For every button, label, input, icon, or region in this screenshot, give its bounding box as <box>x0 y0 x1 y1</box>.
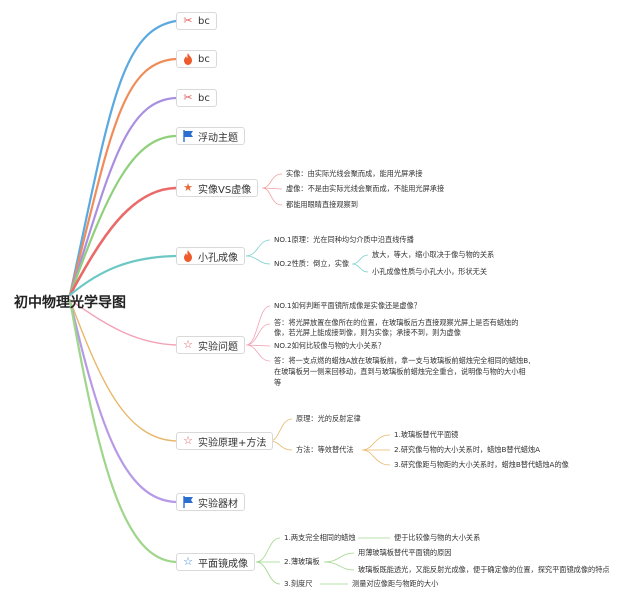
pinhole-shape-note[interactable]: 小孔成像性质与小孔大小，形状无关 <box>372 267 488 276</box>
branch-label: 平面镜成像 <box>198 558 248 570</box>
branch-node-3[interactable]: ✂ bc <box>176 89 217 107</box>
exp-question-1[interactable]: NO.1如何判断平面镜所成像是实像还是虚像？ <box>274 301 421 310</box>
scissors-icon: ✂ <box>183 91 193 104</box>
star-blue-icon: ☆ <box>183 555 193 568</box>
method-item-1[interactable]: 1.玻璃板替代平面镜 <box>394 430 459 439</box>
fire-icon <box>182 53 194 65</box>
exp-question-2[interactable]: NO.2如何比较像与物的大小关系？ <box>274 341 386 350</box>
mirror-candles-note[interactable]: 便于比较像与物的大小关系 <box>394 533 481 542</box>
branch-label: 浮动主题 <box>198 132 238 144</box>
star-outline-icon: ☆ <box>183 338 193 351</box>
pinhole-principle[interactable]: NO.1原理：光在同种均匀介质中沿直线传播 <box>274 235 414 244</box>
mirror-item-glass[interactable]: 2.薄玻璃板 <box>284 557 320 566</box>
link-branch-6 <box>68 254 178 297</box>
branch-label: bc <box>198 53 210 65</box>
scissors-icon: ✂ <box>183 14 193 27</box>
branch-node-9[interactable]: 实验器材 <box>176 493 245 511</box>
exp-answer-1-line2: 像，若光屏上能成接到像，则为实像；承接不到，则为虚像 <box>274 328 461 337</box>
root-topic[interactable]: 初中物理光学导图 <box>14 295 126 311</box>
branch-node-5[interactable]: ★ 实像VS虚像 <box>176 179 259 197</box>
branch-label: 实像VS虚像 <box>198 184 252 196</box>
exp-answer-2-line3: 等 <box>274 378 282 387</box>
star-outline-icon: ☆ <box>183 434 193 447</box>
link-method <box>361 434 391 466</box>
branch-node-1[interactable]: ✂ bc <box>176 12 217 30</box>
branch-label: 实验原理+方法 <box>198 437 267 449</box>
pinhole-property[interactable]: NO.2性质：倒立，实像 <box>274 259 350 268</box>
exp-answer-1-line1[interactable]: 答：将光屏放置在像所在的位置，在玻璃板后方直接观察光屏上是否有蜡烛的 <box>274 318 519 327</box>
method-item-3[interactable]: 3.研究像距与物距的大小关系时，蜡烛B替代蜡烛A的像 <box>394 460 569 469</box>
branch-node-4[interactable]: 浮动主题 <box>176 127 245 145</box>
link-branch-9 <box>68 298 178 504</box>
link-exp <box>245 305 271 362</box>
real-image-note[interactable]: 实像：由实际光线会聚而成，能用光屏承接 <box>286 169 423 178</box>
branch-label: 实验器材 <box>198 498 238 510</box>
mirror-glass-reason[interactable]: 用薄玻璃板替代平面镜的原因 <box>358 548 452 557</box>
link-pinhole-sub <box>351 254 369 273</box>
link-branch-10 <box>68 298 178 564</box>
branch-label: bc <box>198 92 210 104</box>
branch-node-6[interactable]: 小孔成像 <box>176 247 245 265</box>
branch-node-7[interactable]: ☆ 实验问题 <box>176 336 245 354</box>
method-item-2[interactable]: 2.研究像与物的大小关系时，蜡烛B替代蜡烛A <box>394 445 541 454</box>
link-branch-4 <box>68 134 178 297</box>
link-mirror-2 <box>323 552 355 571</box>
branch-node-10[interactable]: ☆ 平面镜成像 <box>176 553 255 571</box>
branch-label: 小孔成像 <box>198 252 238 264</box>
mirror-item-ruler[interactable]: 3.刻度尺 <box>284 579 313 588</box>
method-note[interactable]: 方法：等效替代法 <box>296 445 354 454</box>
link-mirror <box>255 537 281 585</box>
pinhole-size-note[interactable]: 放大，等大，缩小取决于像与物的关系 <box>372 250 495 259</box>
branch-node-8[interactable]: ☆ 实验原理+方法 <box>176 432 274 450</box>
link-pinhole <box>245 239 271 265</box>
link-rv <box>261 173 283 206</box>
exp-answer-2-line2: 在玻璃板另一侧来回移动，直到与玻璃板前蜡烛完全重合，说明像与物的大小相 <box>274 367 526 376</box>
flag-icon <box>182 496 194 508</box>
principle-note[interactable]: 原理：光的反射定律 <box>296 414 361 423</box>
link-branch-1 <box>68 19 178 297</box>
mirror-item-candles[interactable]: 1.两支完全相同的蜡烛 <box>284 533 356 542</box>
flag-icon <box>182 130 194 142</box>
exp-answer-2-line1[interactable]: 答：将一支点燃的蜡烛A放在玻璃板前，拿一支与玻璃板前蜡烛完全相同的蜡烛B, <box>274 356 531 365</box>
both-visible-note[interactable]: 都能用眼睛直接观察到 <box>286 200 358 209</box>
link-branch-7 <box>69 299 177 346</box>
link-pm <box>269 418 293 451</box>
link-branch-3 <box>68 96 178 297</box>
link-branch-2 <box>68 57 178 297</box>
fire-icon <box>182 250 194 262</box>
star-filled-icon: ★ <box>183 181 193 194</box>
virtual-image-note[interactable]: 虚像：不是由实际光线会聚而成，不能用光屏承接 <box>286 184 445 193</box>
branch-node-2[interactable]: bc <box>176 50 217 68</box>
branch-label: 实验问题 <box>198 341 238 353</box>
branch-label: bc <box>198 15 210 27</box>
mirror-ruler-note[interactable]: 测量对应像距与物距的大小 <box>352 579 439 588</box>
mirror-glass-note[interactable]: 玻璃板既能透光，又能反射光成像，便于确定像的位置，探究平面镜成像的特点 <box>358 565 610 574</box>
link-branch-5 <box>68 186 178 297</box>
link-branch-8 <box>69 299 177 442</box>
